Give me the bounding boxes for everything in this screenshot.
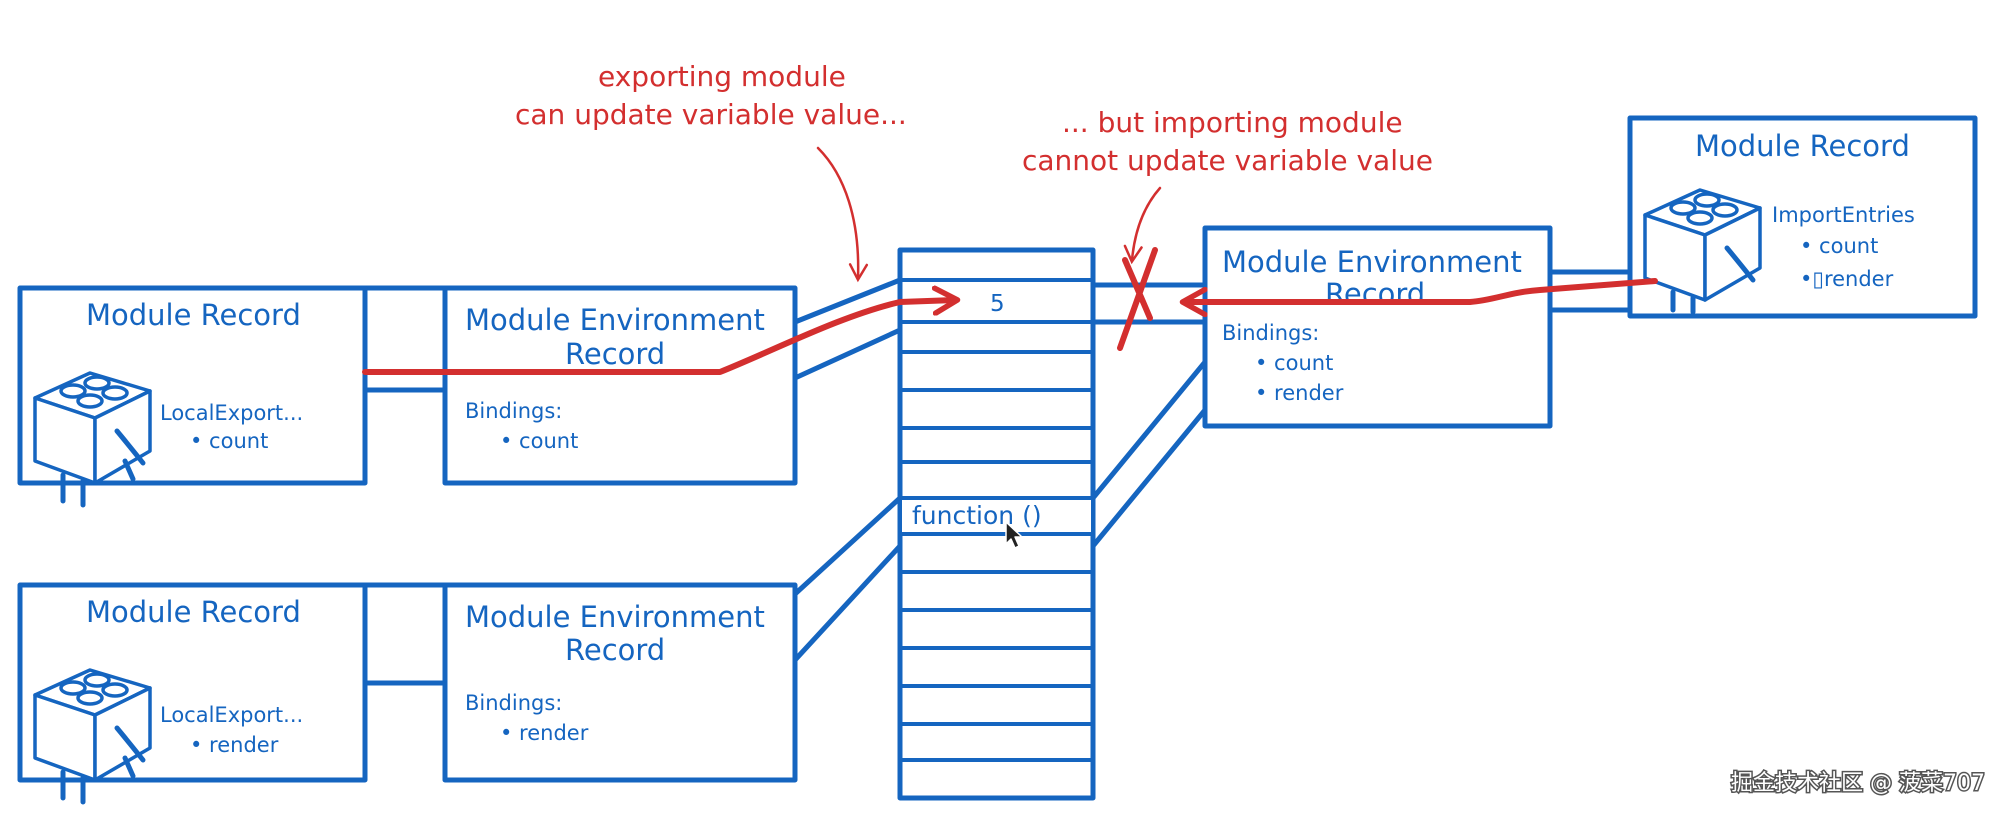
binding-item-render: • render (1255, 381, 1344, 405)
module-record-render: Module Record LocalExport... • render (17, 582, 368, 805)
module-record-count: Module Record LocalExport... • count (17, 285, 368, 508)
exporting-annotation-line2: can update variable value... (515, 98, 907, 131)
memory-function-cell: function () (912, 501, 1042, 530)
importing-write-arrow (1185, 278, 1658, 302)
env-record-title-line2: Record (565, 633, 665, 667)
env-record-title-line2: Record (565, 337, 665, 371)
bindings-label: Bindings: (465, 399, 562, 423)
module-record-importing: Module Record ImportEntries • count •▯re… (1627, 115, 1978, 319)
env-record-title-line2: Record (1325, 277, 1425, 311)
lego-brick-icon (33, 371, 152, 508)
import-item-count: • count (1800, 234, 1878, 258)
blocked-x-icon (1117, 247, 1158, 351)
exporting-write-arrow (362, 300, 955, 375)
local-export-item: • render (190, 733, 279, 757)
binding-item: • count (500, 429, 578, 453)
memory-column: 5 function () (897, 247, 1096, 801)
memory-value-cell: 5 (990, 291, 1005, 317)
connectors (362, 269, 1633, 686)
lego-brick-icon (1643, 188, 1762, 315)
importing-annotation: ... but importing module cannot update v… (1022, 106, 1433, 265)
importing-annotation-line2: cannot update variable value (1022, 144, 1433, 177)
binding-item: • render (500, 721, 589, 745)
env-record-title-line1: Module Environment (465, 600, 765, 634)
bindings-label: Bindings: (1222, 321, 1319, 345)
import-entries-label: ImportEntries (1772, 203, 1915, 227)
env-record-title-line1: Module Environment (1222, 245, 1522, 279)
lego-brick-icon (33, 668, 152, 805)
env-record-count: Module Environment Record Bindings: • co… (442, 285, 798, 486)
local-export-item: • count (190, 429, 268, 453)
module-record-title: Module Record (1695, 129, 1910, 163)
watermark: 掘金技术社区 @ 菠菜707 (1731, 771, 1985, 796)
env-record-title-line1: Module Environment (465, 303, 765, 337)
local-export-label: LocalExport... (160, 703, 303, 727)
binding-item-count: • count (1255, 351, 1333, 375)
bindings-label: Bindings: (465, 691, 562, 715)
local-export-label: LocalExport... (160, 401, 303, 425)
module-record-title: Module Record (86, 595, 301, 629)
exporting-annotation-line1: exporting module (598, 60, 846, 93)
import-item-render: •▯render (1800, 267, 1894, 291)
env-record-render: Module Environment Record Bindings: • re… (442, 582, 798, 783)
module-record-title: Module Record (86, 298, 301, 332)
mouse-cursor-icon (1005, 521, 1023, 549)
env-record-importing: Module Environment Record Bindings: • co… (1202, 225, 1553, 429)
importing-annotation-line1: ... but importing module (1062, 106, 1403, 139)
exporting-annotation: exporting module can update variable val… (515, 60, 907, 283)
